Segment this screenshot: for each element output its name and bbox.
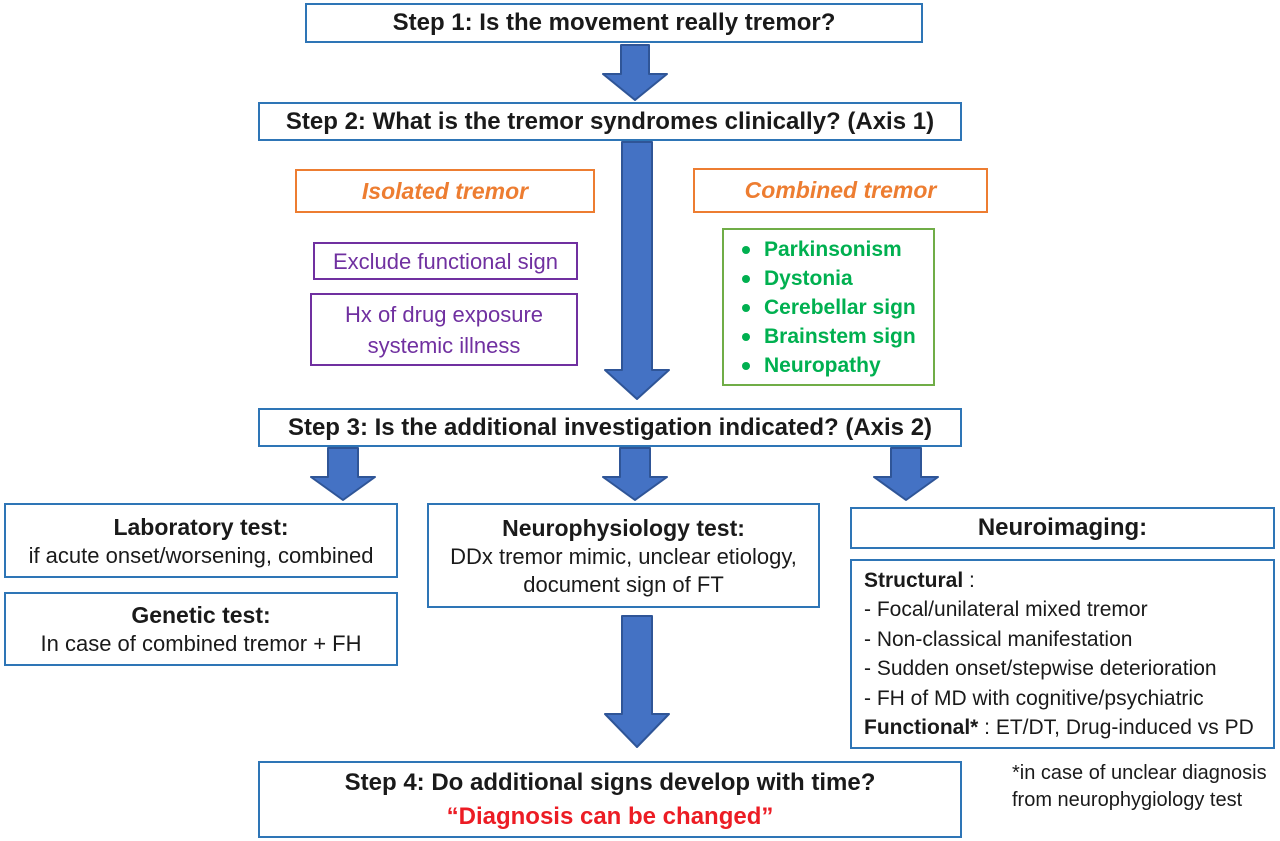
combined-signs-list: Parkinsonism Dystonia Cerebellar sign Br…: [724, 235, 916, 380]
exclude-functional-sign-box: Exclude functional sign: [313, 242, 578, 280]
functional-line-bold: Functional*: [864, 716, 979, 739]
laboratory-test-box: Laboratory test: if acute onset/worsenin…: [4, 503, 398, 578]
neuroimaging-details-box: Structural : - Focal/unilateral mixed tr…: [850, 559, 1275, 749]
footnote-line1: *in case of unclear diagnosis: [1012, 762, 1267, 784]
isolated-tremor-box: Isolated tremor: [295, 169, 595, 213]
genetic-test-body: In case of combined tremor + FH: [40, 631, 362, 656]
structural-item: - Focal/unilateral mixed tremor: [864, 598, 1148, 621]
structural-heading-bold: Structural: [864, 568, 964, 592]
genetic-test-title: Genetic test:: [131, 602, 271, 628]
arrow-step3-to-laboratory-icon: [310, 447, 376, 501]
list-item: Parkinsonism: [740, 235, 916, 264]
functional-line: Functional* : ET/DT, Drug-induced vs PD: [864, 713, 1254, 743]
structural-item: - Non-classical manifestation: [864, 627, 1133, 651]
genetic-test-box: Genetic test: In case of combined tremor…: [4, 592, 398, 666]
step4-text: Step 4: Do additional signs develop with…: [344, 768, 876, 796]
footnote: *in case of unclear diagnosis from neuro…: [1012, 760, 1278, 814]
exclude-functional-sign-text: Exclude functional sign: [332, 248, 559, 274]
functional-line-rest: : ET/DT, Drug-induced vs PD: [978, 716, 1254, 739]
structural-item: - FH of MD with cognitive/psychiatric: [864, 686, 1204, 710]
step1-text: Step 1: Is the movement really tremor?: [392, 9, 836, 36]
isolated-tremor-label: Isolated tremor: [361, 177, 529, 204]
laboratory-test-title: Laboratory test:: [113, 513, 289, 540]
list-item: Dystonia: [740, 264, 916, 293]
neuroimaging-title: Neuroimaging:: [977, 514, 1148, 541]
drug-exposure-box: Hx of drug exposure systemic illness: [310, 293, 578, 366]
step3-text: Step 3: Is the additional investigation …: [287, 413, 933, 441]
arrow-step1-to-step2-icon: [602, 44, 668, 101]
laboratory-test-body: if acute onset/worsening, combined: [28, 542, 374, 568]
list-item: Neuropathy: [740, 351, 916, 380]
arrow-step3-to-neuroimaging-icon: [873, 447, 939, 501]
neuroimaging-title-box: Neuroimaging:: [850, 507, 1275, 549]
drug-exposure-line1: Hx of drug exposure: [344, 301, 544, 327]
list-item: Brainstem sign: [740, 322, 916, 351]
combined-tremor-box: Combined tremor: [693, 168, 988, 213]
combined-tremor-label: Combined tremor: [744, 177, 937, 203]
structural-heading-rest: :: [963, 568, 975, 592]
structural-heading: Structural :: [864, 566, 975, 596]
arrow-step2-to-step3-icon: [604, 141, 670, 400]
neurophysiology-test-title: Neurophysiology test:: [502, 514, 745, 541]
neurophysiology-test-box: Neurophysiology test: DDx tremor mimic, …: [427, 503, 820, 608]
footnote-line2: from neurophygiology test: [1012, 789, 1243, 811]
arrow-to-step4-icon: [604, 615, 670, 748]
step4-subtext: “Diagnosis can be changed”: [446, 802, 774, 830]
neurophysiology-body-line2: document sign of FT: [523, 571, 724, 597]
list-item: Cerebellar sign: [740, 293, 916, 322]
neurophysiology-body-line1: DDx tremor mimic, unclear etiology,: [450, 543, 797, 569]
step2-text: Step 2: What is the tremor syndromes cli…: [285, 107, 935, 135]
step3-box: Step 3: Is the additional investigation …: [258, 408, 962, 447]
drug-exposure-line2: systemic illness: [367, 332, 521, 358]
step1-box: Step 1: Is the movement really tremor?: [305, 3, 923, 43]
arrow-step3-to-neurophysiology-icon: [602, 447, 668, 501]
step4-box: Step 4: Do additional signs develop with…: [258, 761, 962, 838]
combined-signs-box: Parkinsonism Dystonia Cerebellar sign Br…: [722, 228, 935, 386]
structural-item: - Sudden onset/stepwise deterioration: [864, 657, 1217, 680]
step2-box: Step 2: What is the tremor syndromes cli…: [258, 102, 962, 141]
